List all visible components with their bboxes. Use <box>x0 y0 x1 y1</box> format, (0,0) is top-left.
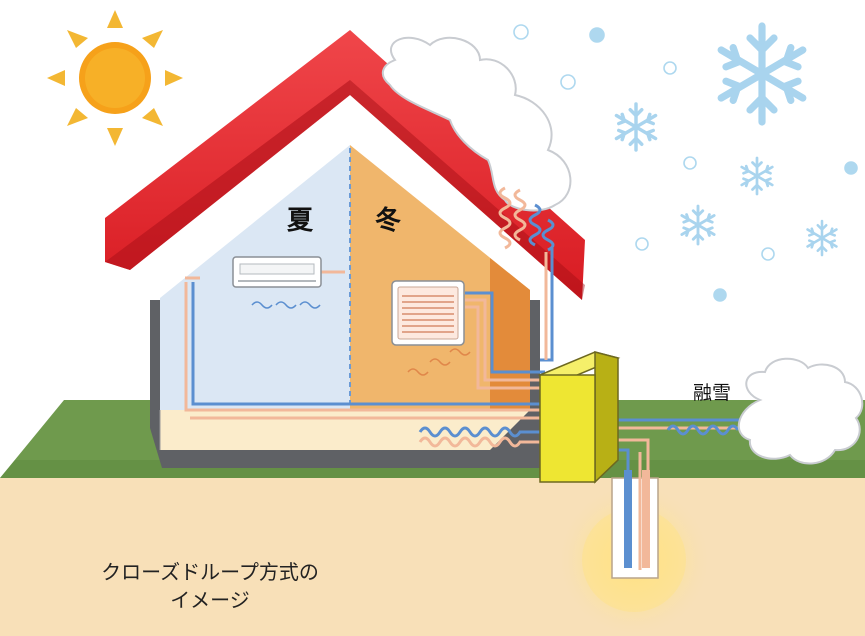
snow-cloud-icon <box>381 36 572 212</box>
roof-snowmelt-coil <box>498 186 555 252</box>
sun-icon <box>47 10 183 146</box>
ground <box>0 478 865 636</box>
snow-cloud-icon <box>737 357 864 465</box>
caption: クローズドループ方式の イメージ <box>40 558 380 614</box>
ceiling-cassette-icon <box>391 280 465 346</box>
air-conditioner-icon <box>232 256 322 288</box>
summer-label: 夏 <box>287 206 314 236</box>
floor <box>160 410 530 450</box>
caption-line-2: イメージ <box>170 588 250 612</box>
borehole <box>611 477 659 579</box>
caption-line-1: クローズドループ方式の <box>101 560 319 584</box>
snow-melting-label: 融雪 <box>693 382 732 404</box>
heat-pump-unit <box>537 351 621 484</box>
outdoor-snowmelt-coil <box>666 424 740 436</box>
warm-air-waves <box>407 348 471 376</box>
floor-heating-coil <box>418 426 540 448</box>
piping <box>184 248 740 570</box>
snowflake-icon <box>614 26 838 257</box>
snow-drops <box>513 24 858 302</box>
cool-air-waves <box>251 301 321 309</box>
winter-label: 冬 <box>375 206 402 236</box>
